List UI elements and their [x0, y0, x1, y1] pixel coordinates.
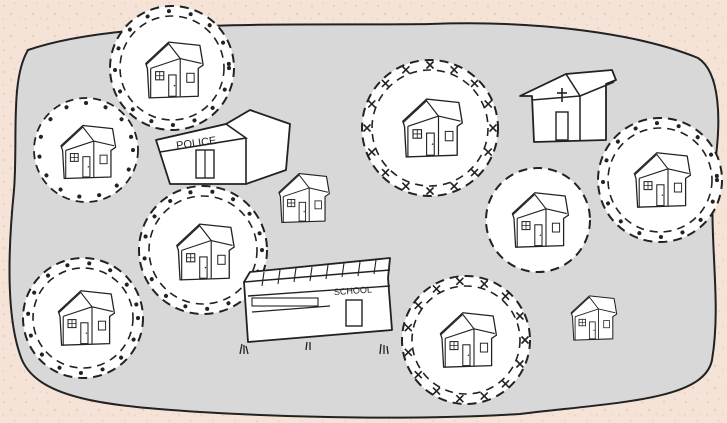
community-map: POLICE SCHOOL [0, 0, 727, 423]
